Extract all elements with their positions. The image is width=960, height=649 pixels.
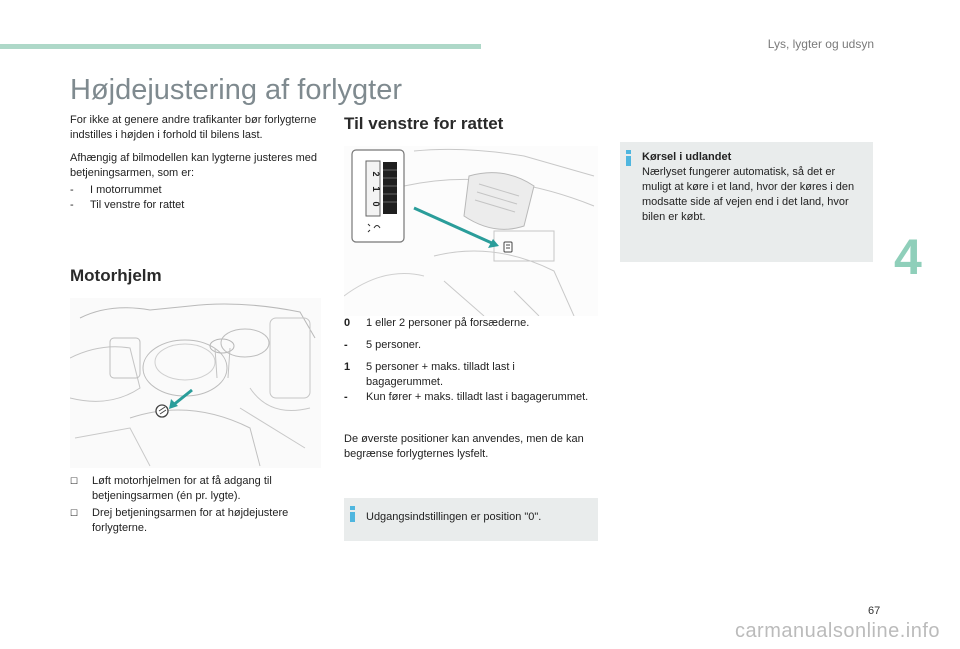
- info-title: Kørsel i udlandet: [642, 151, 732, 163]
- step-text: Løft motorhjelmen for at få adgang til b…: [92, 475, 272, 502]
- info-text: Nærlyset fungerer automatisk, så det er …: [642, 166, 855, 223]
- control-mark: 0: [371, 201, 381, 206]
- location-list: I motorrummet Til venstre for rattet: [70, 183, 325, 213]
- position-row: - 5 personer.: [344, 338, 594, 353]
- page-title: Højdejustering af forlygter: [70, 74, 403, 106]
- position-key: 0: [344, 317, 351, 329]
- location-item: I motorrummet: [70, 183, 325, 198]
- header-accent-bar: [0, 44, 481, 49]
- position-text: 5 personer.: [366, 339, 422, 351]
- position-list: 0 1 eller 2 personer på forsæderne. - 5 pe…: [344, 316, 594, 412]
- adjuster-knob-icon: [155, 404, 169, 418]
- position-row: 1 5 personer + maks. tilladt last i bagag…: [344, 360, 594, 390]
- info-icon: [350, 506, 355, 522]
- section-title: Lys, lygter og udsyn: [767, 37, 874, 51]
- step-text: Drej betjeningsarmen for at højdejustere…: [92, 507, 289, 534]
- watermark: carmanualsonline.info: [734, 620, 940, 642]
- step-item: ☐ Drej betjeningsarmen for at højdejuster…: [70, 506, 325, 536]
- position-row: 0 1 eller 2 personer på forsæderne.: [344, 316, 594, 331]
- position-text: 5 personer + maks. tilladt last i bagage…: [366, 361, 515, 388]
- info-icon: [626, 150, 631, 166]
- engine-steps: ☐ Løft motorhjelmen for at få adgang til …: [70, 474, 325, 538]
- position-row: - Kun fører + maks. tilladt last i bagage…: [344, 390, 594, 405]
- dashboard-illustration: 2 1 0: [344, 146, 598, 316]
- control-inset: 2 1 0: [351, 149, 405, 243]
- location-item: Til venstre for rattet: [70, 198, 325, 213]
- engine-bay-illustration: [70, 298, 321, 468]
- heading-venstre: Til venstre for rattet: [344, 114, 504, 133]
- position-text: 1 eller 2 personer på forsæderne.: [366, 317, 530, 329]
- info-box-default: Udgangsindstillingen er position "0".: [344, 498, 598, 541]
- checkbox-icon: ☐: [70, 508, 79, 518]
- intro-paragraph-1: For ikke at genere andre trafikanter bør…: [70, 114, 317, 141]
- arrow-icon: [169, 388, 193, 409]
- info-box-udland: Kørsel i udlandet Nærlyset fungerer auto…: [620, 142, 873, 262]
- position-key: 1: [344, 361, 351, 373]
- arrow-icon: [413, 206, 499, 248]
- headlamp-switch-icon: [503, 241, 513, 253]
- position-text: Kun fører + maks. tilladt last i bagager…: [366, 391, 589, 403]
- page-number: 67: [868, 605, 881, 617]
- position-key: -: [344, 391, 348, 403]
- intro-text: For ikke at genere andre trafikanter bør…: [70, 113, 325, 213]
- checkbox-icon: ☐: [70, 476, 79, 486]
- heading-motorhjelm: Motorhjelm: [70, 266, 162, 285]
- upper-positions-note: De øverste positioner kan anvendes, men …: [344, 433, 584, 460]
- control-mark: 1: [370, 186, 381, 192]
- info-text: Udgangsindstillingen er position "0".: [366, 511, 542, 523]
- intro-paragraph-2: Afhængig af bilmodellen kan lygterne jus…: [70, 152, 318, 179]
- chapter-number: 4: [894, 229, 922, 285]
- control-mark: 2: [371, 171, 381, 176]
- step-item: ☐ Løft motorhjelmen for at få adgang til …: [70, 474, 325, 504]
- position-key: -: [344, 339, 348, 351]
